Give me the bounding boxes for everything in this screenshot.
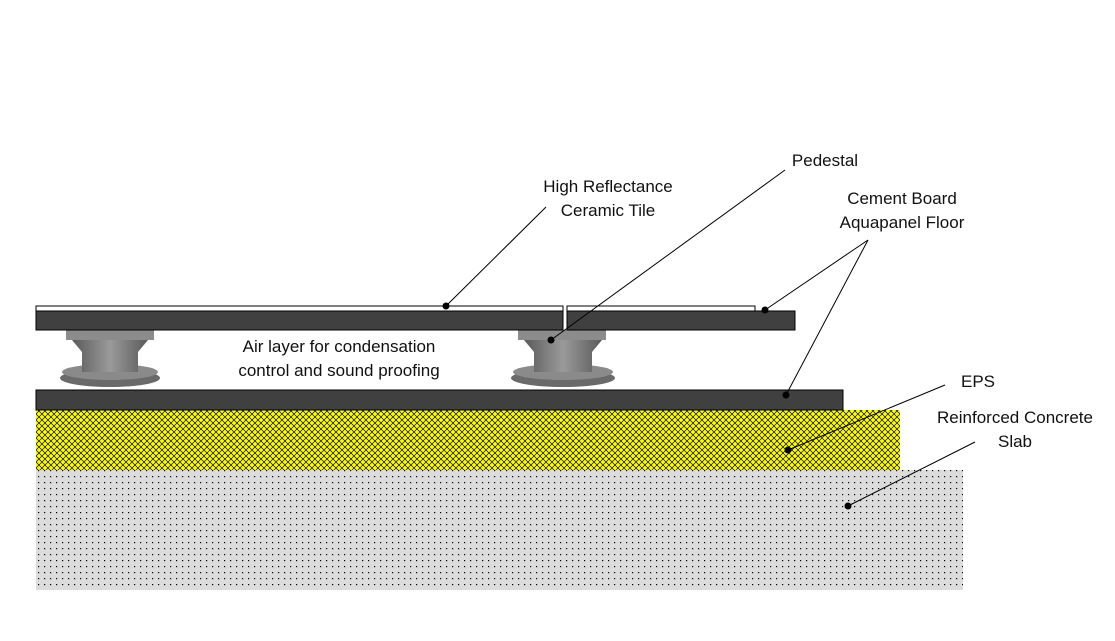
ceramic-tile-left bbox=[35, 305, 564, 312]
pedestal-label: Pedestal bbox=[791, 151, 859, 170]
tile-label-line2: Ceramic Tile bbox=[560, 201, 656, 220]
upper-cement-board-left bbox=[35, 310, 564, 331]
concrete-slab bbox=[36, 470, 963, 590]
slab-label-line2: Slab bbox=[997, 432, 1033, 451]
cement-board-label-line1: Cement Board bbox=[847, 189, 957, 208]
pedestal-left bbox=[60, 330, 160, 387]
upper-cement-board-right bbox=[566, 310, 796, 331]
air-layer-label-line2: control and sound proofing bbox=[238, 361, 440, 380]
cement-board-label: Cement Board Aquapanel Floor bbox=[820, 187, 984, 235]
lower-cement-board bbox=[35, 389, 844, 411]
eps-label: EPS bbox=[960, 372, 996, 391]
slab-label: Reinforced Concrete Slab bbox=[920, 406, 1110, 454]
slab-label-line1: Reinforced Concrete bbox=[937, 408, 1093, 427]
air-layer-label: Air layer for condensation control and s… bbox=[214, 335, 464, 383]
tile-label-line1: High Reflectance bbox=[543, 177, 673, 196]
cement-board-label-line2: Aquapanel Floor bbox=[839, 213, 965, 232]
pedestal-right bbox=[511, 330, 615, 387]
leader-lines bbox=[442, 169, 976, 510]
tile-label: High Reflectance Ceramic Tile bbox=[520, 175, 696, 223]
air-layer-label-line1: Air layer for condensation bbox=[242, 337, 436, 356]
eps-layer bbox=[36, 410, 900, 470]
